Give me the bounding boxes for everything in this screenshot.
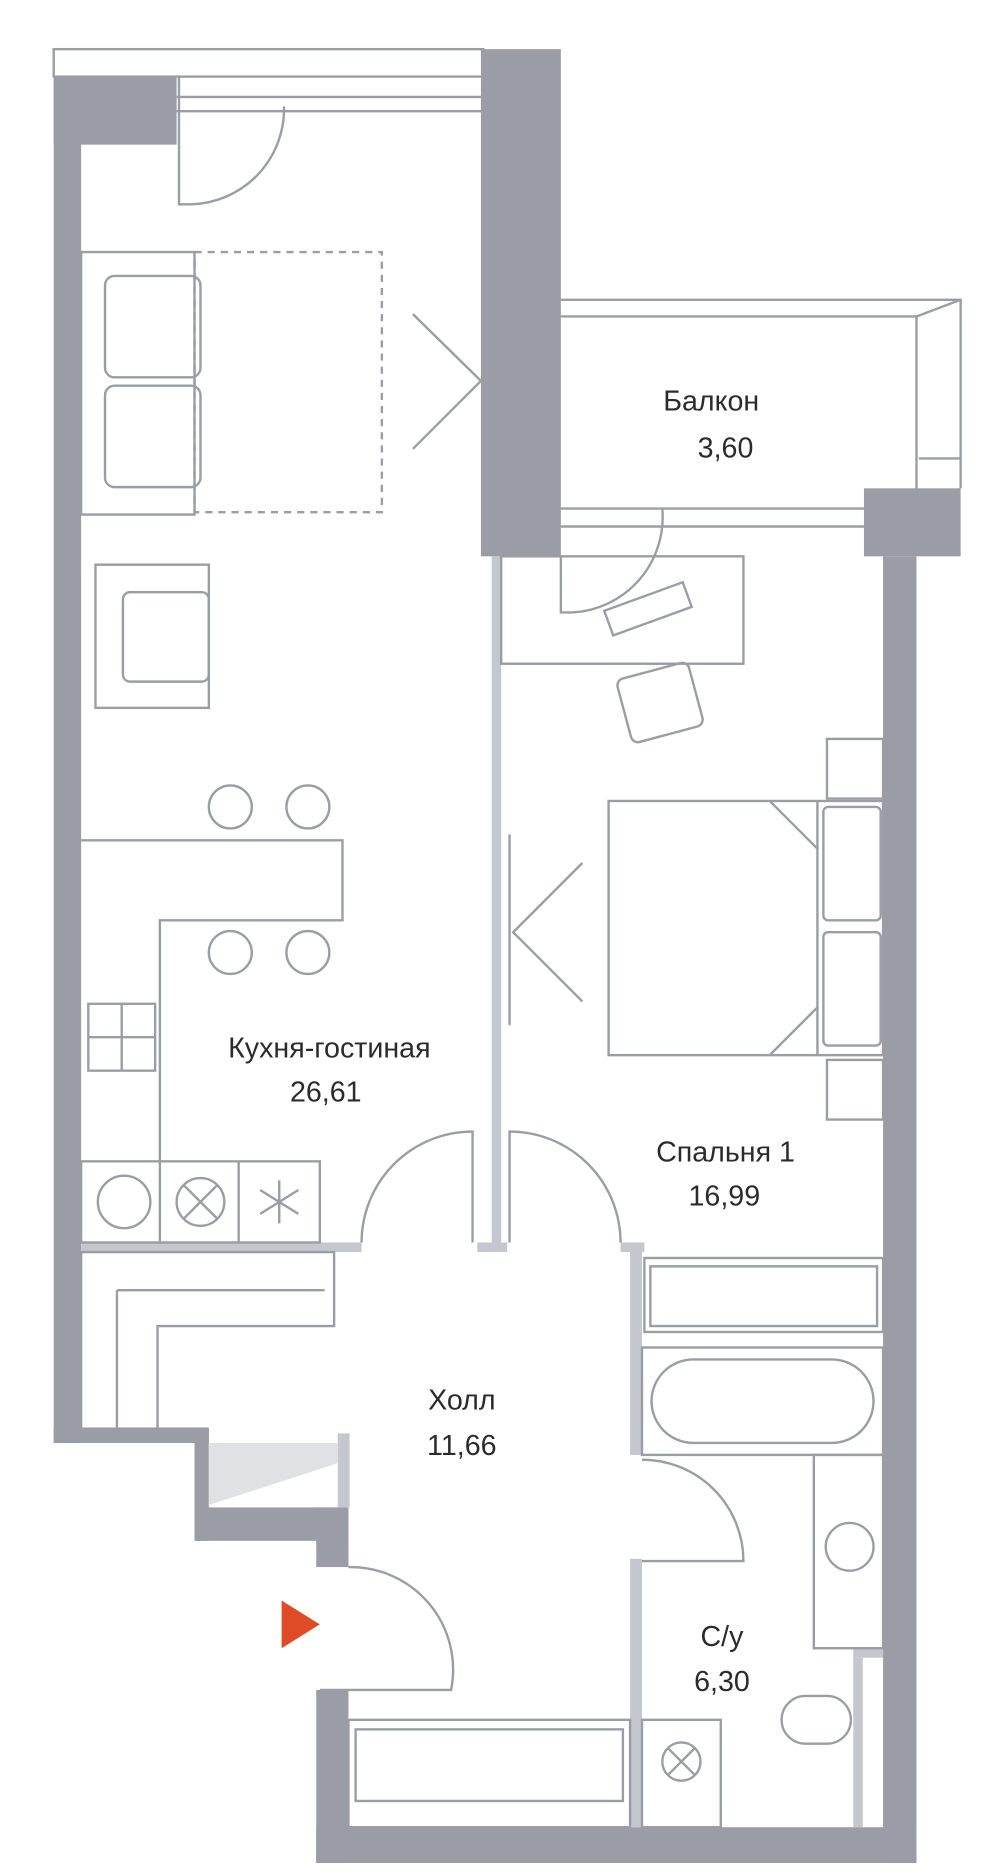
room-area-balcony: 3,60 <box>698 432 754 464</box>
door-swing-living <box>412 287 485 479</box>
partitions <box>81 556 884 1828</box>
bar-counter <box>81 784 344 1162</box>
room-name-hall: Холл <box>428 1385 495 1417</box>
room-area-bedroom: 16,99 <box>689 1180 761 1212</box>
door-kitchen <box>360 1130 474 1243</box>
room-name-kitchen: Кухня-гостиная <box>228 1033 431 1065</box>
bathroom-fixtures <box>640 1346 885 1829</box>
room-area-kitchen: 26,61 <box>290 1077 362 1109</box>
bed <box>607 737 885 1121</box>
room-area-hall: 11,66 <box>427 1430 497 1462</box>
room-area-bathroom: 6,30 <box>694 1666 750 1698</box>
kitchen-units <box>79 1002 322 1244</box>
door-bedroom <box>508 1130 622 1243</box>
sofa <box>79 250 384 516</box>
wardrobe-hall <box>79 1250 336 1428</box>
desk <box>500 508 745 744</box>
balcony <box>560 298 962 528</box>
door-bathroom <box>642 1458 745 1563</box>
entrance-door <box>319 1565 455 1692</box>
armchair <box>94 563 211 710</box>
room-name-balcony: Балкон <box>663 386 759 418</box>
wardrobe-entrance <box>347 1718 632 1829</box>
room-name-bedroom: Спальня 1 <box>656 1136 795 1168</box>
exterior-walls <box>53 49 961 1864</box>
wardrobe-bedroom <box>643 1256 885 1334</box>
entrance-arrow-icon <box>281 1600 320 1649</box>
room-name-bathroom: С/у <box>700 1621 744 1653</box>
door-swing-bedroom <box>508 834 584 1026</box>
